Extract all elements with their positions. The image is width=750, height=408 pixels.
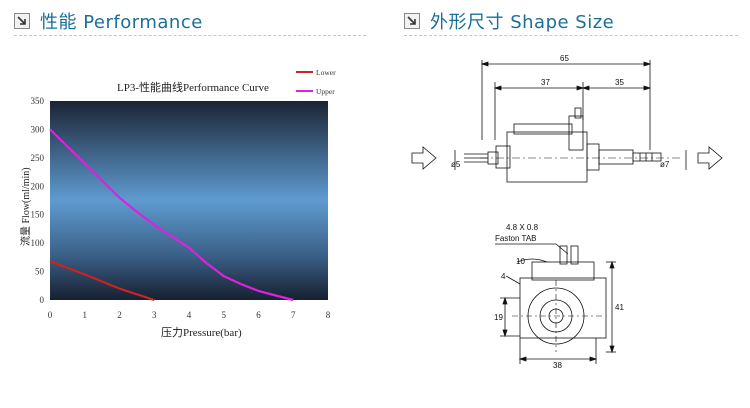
y-tick-label: 150 [31,210,45,220]
y-tick-label: 200 [31,181,45,191]
x-tick-label: 6 [256,310,261,320]
y-tick-label: 250 [31,153,45,163]
dimension-41: 41 [606,260,624,354]
y-tick-label: 300 [31,124,45,134]
inlet-diameter-label: ø5 [451,160,461,169]
x-tick-label: 2 [117,310,122,320]
x-axis-label: 压力Pressure(bar) [161,326,242,339]
series-line-lower [49,260,155,302]
dimension-4: 4 [501,272,521,285]
x-tick-label: 5 [222,310,227,320]
shape-size-divider [404,35,738,36]
outlet-arrow-icon [697,146,723,170]
y-tick-label: 100 [31,238,45,248]
performance-header: 性能 Performance [14,8,203,34]
pump-side-view [454,107,687,183]
performance-divider [14,35,366,36]
dimension-10: 10 [516,257,548,266]
chart-title: LP3-性能曲线Performance Curve [117,80,269,94]
series-line-upper [49,128,294,302]
x-tick-label: 4 [187,310,192,320]
dimension-19: 19 [494,296,520,338]
y-tick-label: 0 [40,295,45,305]
x-tick-label: 0 [48,310,53,320]
dimension-19-label: 19 [494,313,503,322]
dimension-37: 37 [493,78,585,140]
dimension-10-label: 10 [516,257,525,266]
dimension-41-label: 41 [615,303,624,312]
dimension-35-label: 35 [615,78,624,87]
dimension-35: 35 [581,78,652,91]
x-tick-label: 7 [291,310,296,320]
arrow-box-icon [404,13,420,29]
faston-tab-callout: 4.8 X 0.8 Faston TAB [495,223,569,255]
dimension-38-label: 38 [553,361,562,370]
outlet-diameter-label: ø7 [660,160,670,169]
y-tick-label: 350 [31,96,45,106]
dimension-65: 65 [480,54,652,150]
legend-label-upper: Upper [316,87,335,96]
chart-series [49,128,294,302]
dimension-37-label: 37 [541,78,550,87]
dimension-65-label: 65 [560,54,569,63]
plot-area [50,101,328,300]
y-axis-ticks: 0 50 100 150 200 250 300 350 [31,96,45,305]
x-tick-label: 1 [83,310,88,320]
dimension-4-label: 4 [501,272,506,281]
y-axis-label: 流量 Flow(ml/min) [19,167,32,246]
legend-label-lower: Lower [316,68,336,77]
pump-front-view [512,245,607,352]
tab-type-label: Faston TAB [495,234,537,243]
x-axis-ticks: 0 1 2 3 4 5 6 7 8 [48,310,331,320]
x-tick-label: 8 [326,310,331,320]
tab-size-label: 4.8 X 0.8 [506,223,539,232]
dimension-38: 38 [518,338,598,370]
y-tick-label: 50 [35,267,45,277]
arrow-box-icon [14,13,30,29]
shape-size-title: 外形尺寸 Shape Size [430,12,615,33]
x-tick-label: 3 [152,310,157,320]
inlet-arrow-icon [411,146,437,170]
shape-size-header: 外形尺寸 Shape Size [404,8,614,34]
performance-title: 性能 Performance [40,12,203,33]
